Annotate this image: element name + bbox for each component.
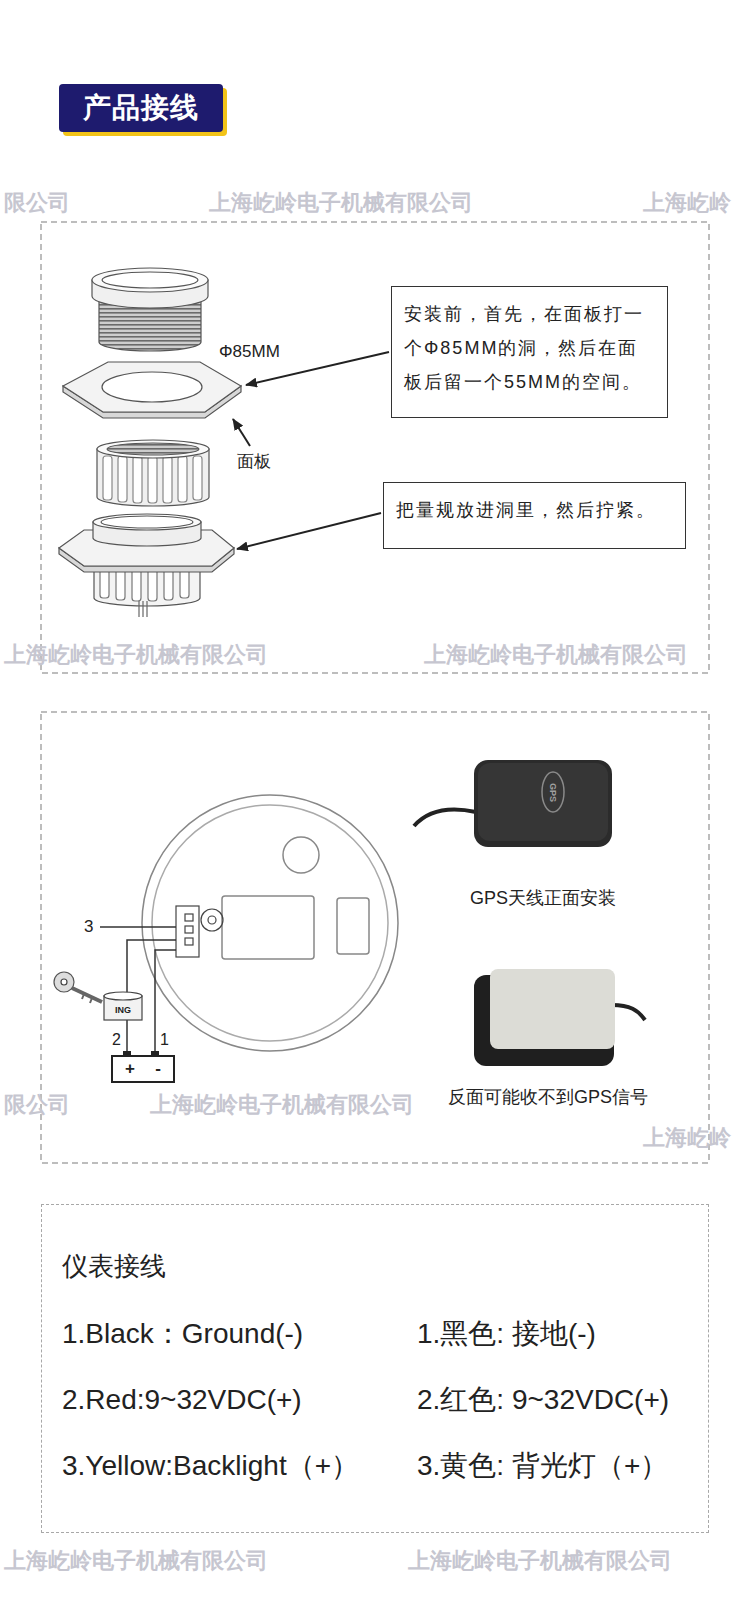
gauge-back <box>59 514 234 617</box>
antenna-logo: GPS <box>548 782 559 801</box>
wire-spec: 2.Red:9~32VDC(+) <box>62 1383 302 1417</box>
wire <box>155 950 176 1051</box>
watermark: 上海屹岭电子机械有限公司 <box>408 1548 672 1574</box>
panel-plate <box>63 362 241 418</box>
wire-spec: 3.Yellow:Backlight（+） <box>62 1449 359 1483</box>
watermark: 上海屹岭电子机械有限公司 <box>150 1092 414 1118</box>
gauge-back <box>93 514 201 530</box>
callout-number: 3 <box>84 917 93 937</box>
wire-spec: 2.红色: 9~32VDC(+) <box>417 1383 669 1417</box>
mounting-nut <box>118 456 127 502</box>
gps-antenna <box>414 809 476 826</box>
watermark: 上海屹岭电子机械有限公司 <box>4 642 268 668</box>
gauge-front <box>102 272 198 288</box>
mounting-nut <box>103 456 112 500</box>
mounting-nut <box>148 456 157 503</box>
wire <box>100 926 176 928</box>
gauge-rear-view <box>142 795 398 1051</box>
connector <box>176 906 223 957</box>
ignition-switch <box>54 972 74 992</box>
gauge-back <box>142 601 143 617</box>
antenna-note: GPS天线正面安装 <box>470 888 616 910</box>
switch-label: ING <box>115 1005 131 1016</box>
wire <box>126 1020 128 1051</box>
battery <box>112 1051 174 1082</box>
wire <box>100 927 176 1051</box>
gauge-front <box>92 268 208 351</box>
gps-antenna <box>474 760 612 847</box>
gauge-rear-view <box>337 898 369 954</box>
mounting-nut <box>107 443 199 455</box>
mounting-nut <box>133 456 142 503</box>
ignition-switch <box>61 979 67 985</box>
panel-plate <box>102 372 202 402</box>
connector <box>185 926 193 933</box>
watermark: 上海屹岭电子机械有限公司 <box>424 642 688 668</box>
callout-box: 安装前，首先，在面板打一个Φ85MM的洞，然后在面板后留一个55MM的空间。 <box>391 286 668 418</box>
connector <box>201 909 223 931</box>
gps-antenna <box>612 1005 645 1020</box>
gauge-rear-view <box>283 837 319 873</box>
antenna-note: 反面可能收不到GPS信号 <box>448 1087 648 1109</box>
dashed-panel <box>41 222 709 1163</box>
battery-terminal: + <box>125 1059 135 1079</box>
gps-antenna <box>414 760 645 1066</box>
gps-antenna <box>478 763 608 841</box>
leader-arrow <box>233 419 250 446</box>
callout-text: 把量规放进洞里，然后拧紧。 <box>396 493 673 527</box>
gauge-back <box>138 601 139 617</box>
watermark: 限公司 <box>4 1092 70 1118</box>
dimension-label: Φ85MM <box>219 342 280 362</box>
gauge-rear-view <box>222 896 314 959</box>
gauge-back <box>101 516 193 528</box>
watermark: 上海屹岭电子机械有限公司 <box>209 190 473 216</box>
wire-number: 2 <box>112 1030 121 1049</box>
connector <box>185 938 193 945</box>
part-label: 面板 <box>237 452 271 472</box>
callout-box: 把量规放进洞里，然后拧紧。 <box>383 482 686 549</box>
battery-terminal: - <box>155 1059 161 1079</box>
leader-arrow <box>237 513 381 549</box>
ignition-switch <box>104 992 142 1000</box>
gps-antenna <box>490 969 615 1049</box>
gauge-front <box>92 268 208 292</box>
connector <box>208 916 216 924</box>
wire-spec: 3.黄色: 背光灯（+） <box>417 1449 668 1483</box>
connector <box>185 914 193 921</box>
dashed-panel <box>41 222 709 673</box>
panel-plate <box>63 362 241 412</box>
title-badge: 产品接线 <box>59 84 223 132</box>
leader-arrow <box>233 352 389 549</box>
mounting-nut <box>193 456 202 500</box>
mounting-nut <box>178 456 187 502</box>
panel-heading: 仪表接线 <box>62 1251 166 1282</box>
watermark: 限公司 <box>4 190 70 216</box>
ignition-switch <box>72 988 102 1002</box>
wire-spec: 1.黑色: 接地(-) <box>417 1317 596 1351</box>
ignition-switch <box>54 972 142 1020</box>
gps-antenna <box>542 772 564 812</box>
callout-text: 安装前，首先，在面板打一个Φ85MM的洞，然后在面板后留一个55MM的空间。 <box>404 297 655 399</box>
watermark: 上海屹岭电子机械有限公司 <box>4 1548 268 1574</box>
connector <box>176 906 199 957</box>
wire-spec: 1.Black：Ground(-) <box>62 1317 303 1351</box>
dashed-panel <box>41 712 709 1163</box>
wiring-panel: 仪表接线 1.Black：Ground(-) 1.黑色: 接地(-) 2.Red:9~… <box>41 1204 709 1533</box>
title: 产品接线 <box>83 91 199 125</box>
wire-number: 1 <box>160 1030 169 1049</box>
gauge-back <box>146 601 147 617</box>
wire <box>127 940 176 994</box>
gauge-rear-view <box>142 795 398 1051</box>
watermark: 上海屹岭 <box>643 190 731 216</box>
mounting-nut <box>163 456 172 503</box>
mounting-nut <box>97 440 209 458</box>
mounting-nut <box>97 440 209 506</box>
gauge-rear-view <box>152 805 388 1041</box>
ignition-switch <box>82 994 92 1003</box>
watermark: 上海屹岭 <box>643 1125 731 1151</box>
battery <box>112 1056 174 1082</box>
